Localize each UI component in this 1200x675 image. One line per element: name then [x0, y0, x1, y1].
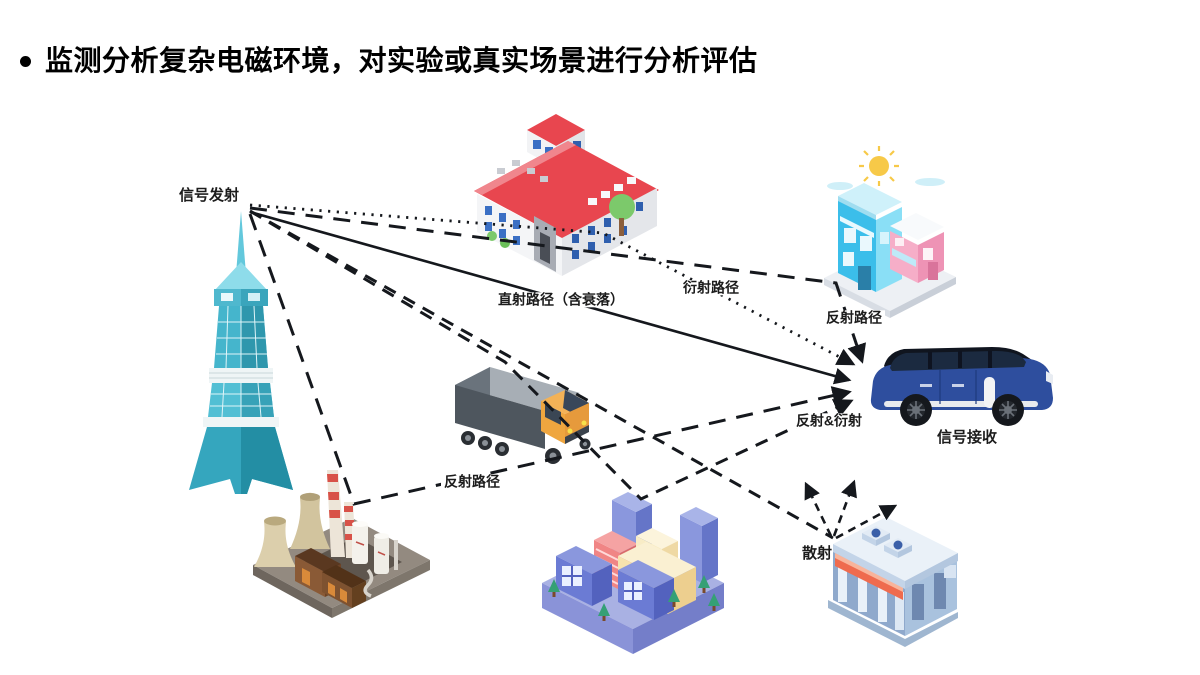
suv-car-icon	[870, 347, 1053, 426]
reflection-path-top-label: 反射路径	[823, 309, 885, 326]
slide-title-row: 监测分析复杂电磁环境，对实验或真实场景进行分析评估	[20, 44, 758, 78]
diffraction-path-label: 衍射路径	[680, 279, 742, 296]
store-icon	[828, 517, 958, 647]
reflection-path-bottom-label: 反射路径	[441, 473, 503, 490]
scattering-arrow-left	[804, 481, 833, 537]
scattering-label: 散射	[801, 544, 833, 562]
street-houses-icon	[824, 146, 956, 318]
reflection-diffraction-line	[249, 209, 854, 501]
scattering-arrow-up	[832, 479, 857, 537]
scattering-feed-line	[249, 209, 834, 540]
scattering-arrow-right	[835, 504, 898, 540]
reflection-path-top-line	[249, 206, 867, 364]
direct-path-label: 直射路径（含衰落）	[495, 291, 627, 308]
bullet-icon	[20, 56, 31, 67]
truck-icon	[455, 367, 591, 464]
reflection-diffraction-label: 反射&衍射	[792, 412, 866, 429]
office-building-icon	[474, 114, 659, 276]
slide-title: 监测分析复杂电磁环境，对实验或真实场景进行分析评估	[45, 45, 758, 76]
reflection-path-bottom-line	[248, 213, 852, 506]
factory-icon	[253, 470, 430, 618]
city-block-icon	[542, 492, 724, 654]
signal-tower-icon	[189, 211, 293, 494]
receiver-label: 信号接收	[936, 428, 998, 446]
transmitter-label: 信号发射	[178, 186, 240, 204]
